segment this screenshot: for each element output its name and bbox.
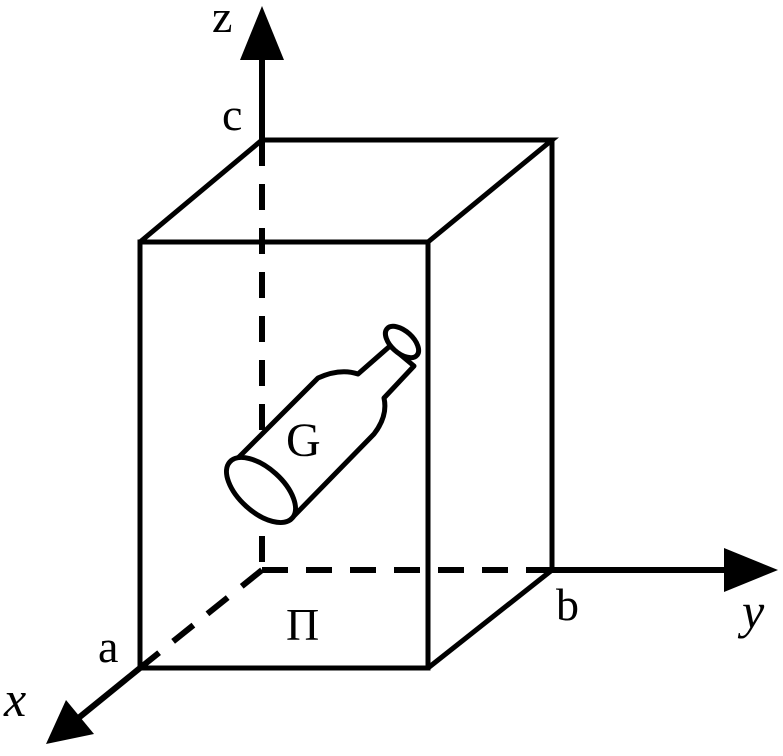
z-axis-arrowhead — [240, 6, 284, 60]
y-axis-label: y — [737, 583, 765, 639]
bottle-base-ellipse — [223, 454, 299, 526]
x-axis-arrowhead — [46, 700, 94, 744]
x-axis-label: x — [3, 671, 26, 727]
base-pi-label: Π — [286, 599, 319, 650]
y-axis-arrowhead — [724, 548, 778, 592]
box-bottom-right-edge — [426, 568, 554, 670]
box-top-back-edges — [138, 137, 559, 244]
x-axis — [74, 665, 142, 723]
object-g-label: G — [286, 414, 321, 467]
point-b-label: b — [556, 579, 579, 630]
x-axis-hidden-segment — [138, 567, 264, 671]
point-c-label: c — [222, 89, 242, 140]
point-a-label: a — [98, 621, 118, 672]
z-axis-label: z — [212, 0, 232, 42]
bottle-neck-rim — [382, 323, 422, 361]
bottle-shape — [223, 323, 422, 526]
